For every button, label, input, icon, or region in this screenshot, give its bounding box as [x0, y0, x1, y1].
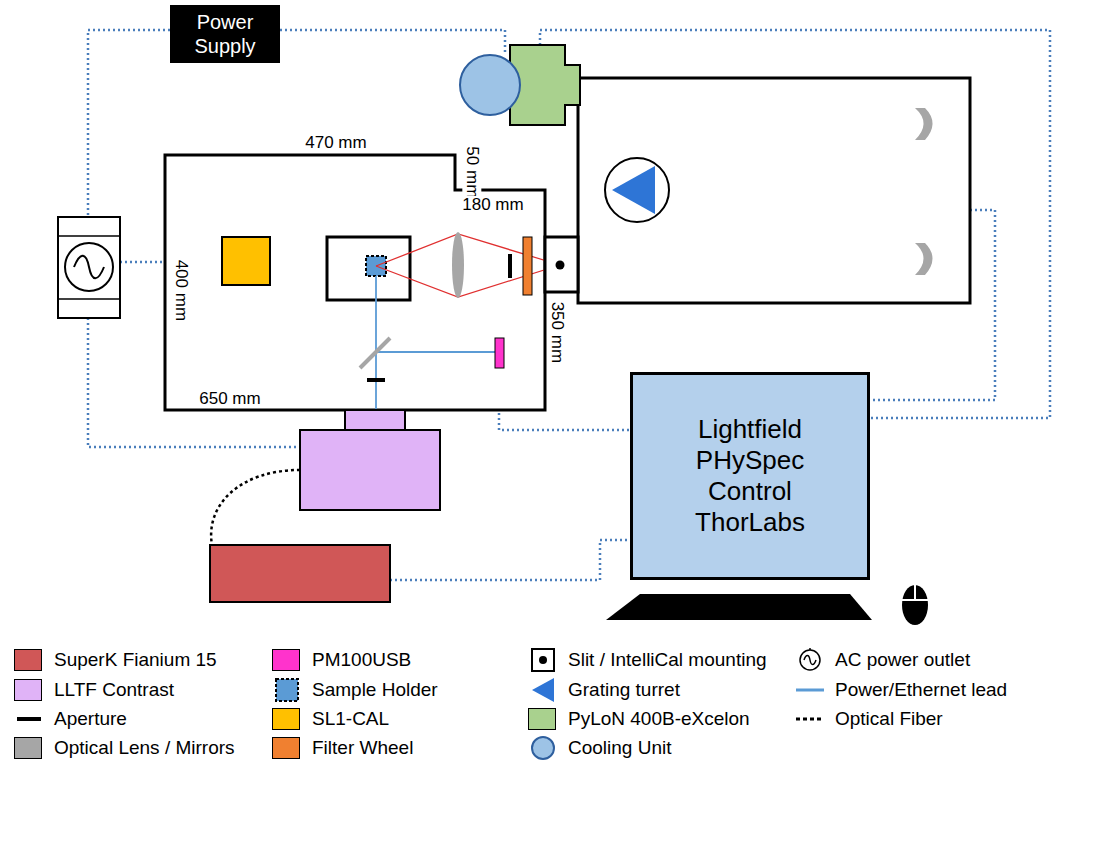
superk [210, 545, 390, 602]
beam-splitter [360, 338, 390, 368]
legend-text: PyLoN 400B-eXcelon [568, 709, 750, 730]
legend-text: Cooling Unit [568, 738, 672, 759]
slit [556, 261, 565, 270]
legend-swatch [14, 737, 42, 759]
legend-symbol [795, 647, 825, 673]
legend-symbol [528, 647, 558, 673]
slit-mount [545, 237, 578, 292]
legend-swatch [272, 649, 300, 671]
legend-swatch [528, 708, 556, 730]
cooling-unit [460, 55, 520, 115]
dimension-label: 650 mm [197, 390, 262, 409]
node-text: Lightfield PHySpec Control ThorLabs [665, 414, 835, 539]
sample-chamber [327, 237, 410, 300]
legend-text: Optical Lens / Mirrors [54, 738, 235, 759]
lltf [300, 430, 440, 510]
legend-text: Optical Fiber [835, 709, 943, 730]
legend-text: Filter Wheel [312, 738, 413, 759]
power-leads [88, 30, 1050, 580]
legend-swatch [14, 679, 42, 701]
legend-swatch [14, 649, 42, 671]
legend-text: Power/Ethernet lead [835, 680, 1007, 701]
legend-text: SuperK Fianium 15 [54, 650, 217, 671]
dimension-label: 350 mm [548, 299, 567, 364]
legend-symbol [14, 706, 44, 732]
enclosure [165, 155, 545, 410]
computer-monitor: Lightfield PHySpec Control ThorLabs [630, 372, 870, 580]
power-meter [495, 338, 504, 368]
lens [452, 232, 464, 298]
filter-wheel [523, 237, 532, 295]
dimension-label: 180 mm [460, 196, 525, 215]
sl1-cal [222, 237, 270, 285]
legend-text: PM100USB [312, 650, 411, 671]
spectrometer [578, 78, 970, 303]
legend-text: Sample Holder [312, 680, 438, 701]
power-supply: Power Supply [170, 5, 280, 63]
dimension-label: 470 mm [303, 134, 368, 153]
grating-turret [605, 158, 669, 222]
legend-symbol [795, 677, 825, 703]
aperture [508, 254, 512, 278]
legend-symbol [528, 735, 558, 761]
legend-text: Aperture [54, 709, 127, 730]
legend-text: SL1-CAL [312, 709, 389, 730]
legend-text: AC power outlet [835, 650, 970, 671]
dimension-label: 50 mm [463, 144, 482, 200]
grating [612, 166, 655, 214]
aperture [367, 378, 385, 382]
legend-symbol [795, 706, 825, 732]
legend-text: Grating turret [568, 680, 680, 701]
legend-swatch [272, 737, 300, 759]
legend-text: Slit / IntelliCal mounting [568, 650, 767, 671]
node-text: Power Supply [175, 10, 275, 58]
mirror [915, 243, 933, 275]
keyboard [606, 594, 872, 620]
optical-fiber [211, 470, 300, 545]
mouse [914, 585, 916, 600]
ac-outlet [58, 217, 120, 318]
legend-swatch [272, 708, 300, 730]
laser-path [376, 276, 495, 410]
dimension-label: 400 mm [172, 257, 191, 322]
legend-text: LLTF Contrast [54, 680, 174, 701]
legend-symbol [528, 677, 558, 703]
mirror [915, 108, 933, 140]
lltf-port [345, 410, 405, 430]
legend-symbol [272, 677, 302, 703]
mouse [902, 585, 928, 625]
